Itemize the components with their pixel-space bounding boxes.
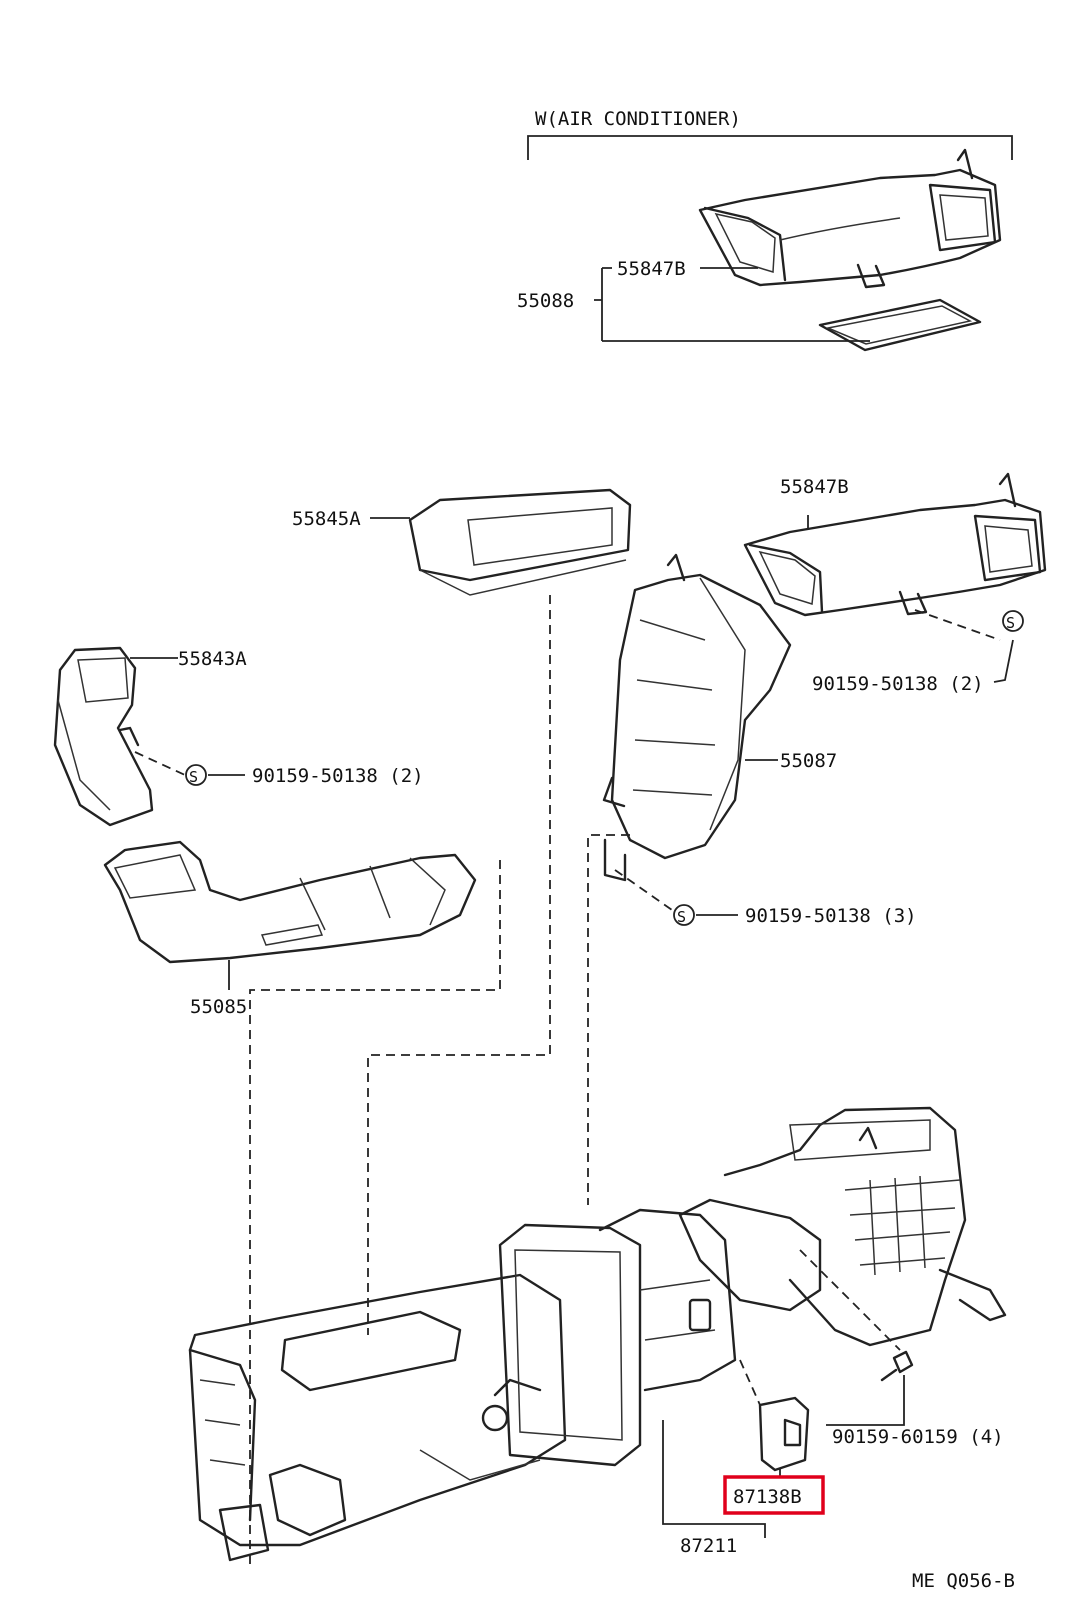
duct-55847b-drawing	[743, 472, 1047, 617]
label-55845a: 55845A	[292, 508, 361, 530]
duct-55843a-drawing	[53, 646, 154, 827]
duct-55847b-ac-drawing	[698, 148, 1002, 289]
highlight-box-87138b	[723, 1475, 825, 1515]
label-55847b: 55847B	[780, 476, 849, 498]
lead-bolt	[826, 1375, 905, 1426]
label-screw-left: 90159-50138 (2)	[252, 765, 424, 787]
ac-variant-group: W(AIR CONDITIONER) 55847B 55088	[517, 108, 1013, 352]
dash-resistor	[739, 1359, 761, 1406]
label-55085: 55085	[190, 996, 247, 1018]
label-55088: 55088	[517, 290, 574, 312]
screw-symbol-s-icon: S	[673, 904, 695, 926]
dash-bolt	[799, 1249, 901, 1351]
bracket-55088-lead	[594, 267, 870, 342]
label-55087: 55087	[780, 750, 837, 772]
resistor-87138b-drawing	[758, 1396, 810, 1472]
svg-text:S: S	[189, 768, 198, 786]
dash-screw-left	[134, 751, 186, 776]
label-87138b[interactable]: 87138B	[733, 1486, 802, 1508]
dash-route-55845a	[367, 595, 551, 1335]
ac-variant-label: W(AIR CONDITIONER)	[535, 108, 741, 130]
svg-text:S: S	[1006, 614, 1015, 632]
dash-screw-mid	[614, 869, 673, 911]
label-87211: 87211	[680, 1535, 737, 1557]
screw-symbol-s-icon: S	[1002, 610, 1024, 632]
bolt-drawing	[880, 1350, 914, 1382]
label-screw-top-right: 90159-50138 (2)	[812, 673, 984, 695]
ac-variant-bracket	[527, 135, 1013, 160]
svg-text:S: S	[677, 908, 686, 926]
duct-55087-drawing	[602, 553, 792, 882]
dash-route-55085	[249, 860, 501, 1565]
label-55843a: 55843A	[178, 648, 247, 670]
label-screw-mid: 90159-50138 (3)	[745, 905, 917, 927]
label-55847b-ac: 55847B	[617, 258, 686, 280]
lead-screw-top-right	[993, 639, 1014, 683]
lead-87211	[662, 1420, 766, 1538]
heater-unit-assembly-drawing	[188, 1106, 1007, 1562]
duct-55845a-drawing	[408, 488, 632, 596]
label-bolt: 90159-60159 (4)	[832, 1426, 1004, 1448]
screw-symbol-s-icon: S	[185, 764, 207, 786]
dash-route-55087	[587, 834, 630, 1205]
duct-55085-drawing	[103, 840, 477, 964]
diagram-code: ME Q056-B	[912, 1570, 1015, 1592]
dash-screw-top-right	[914, 609, 1001, 641]
